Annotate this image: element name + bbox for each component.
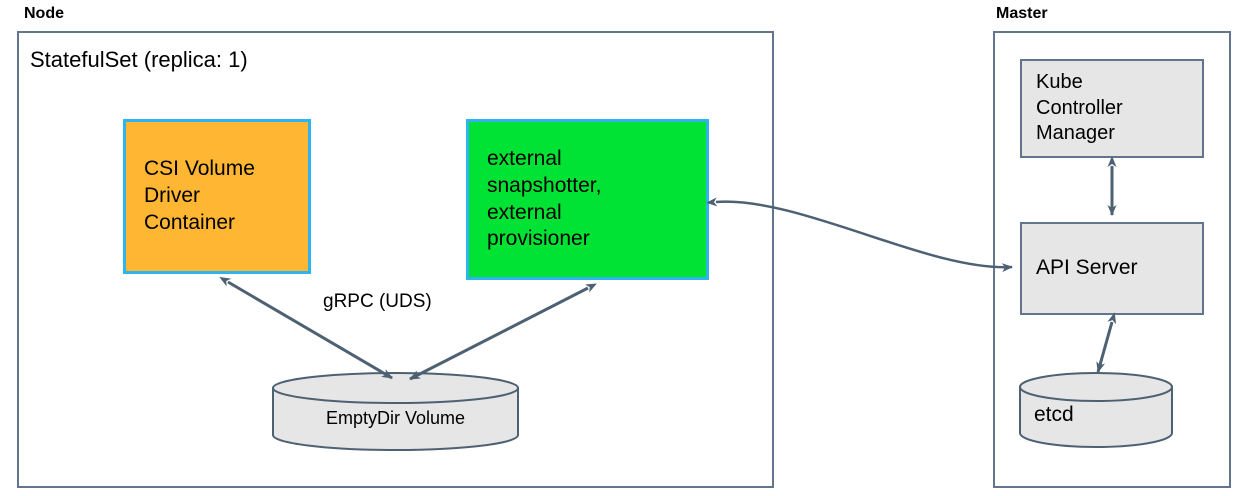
master-group-title: Master <box>996 5 1048 22</box>
edge-label-grpc-uds: gRPC (UDS) <box>323 291 432 312</box>
node-etcd[interactable]: etcd <box>1018 371 1174 449</box>
node-api-server-label: API Server <box>1036 256 1138 280</box>
node-external-sidecars-label: external snapshotter, external provision… <box>487 146 602 251</box>
node-csi-volume-driver-container-label: CSI Volume Driver Container <box>144 157 255 234</box>
node-csi-volume-driver-container[interactable]: CSI Volume Driver Container <box>123 119 311 274</box>
node-external-sidecars[interactable]: external snapshotter, external provision… <box>466 119 709 280</box>
node-group-title: Node <box>24 5 64 22</box>
emptydir-volume-shape <box>272 372 519 451</box>
node-api-server[interactable]: API Server <box>1020 222 1204 315</box>
etcd-shape <box>1019 372 1173 448</box>
node-etcd-label: etcd <box>1034 403 1074 426</box>
node-kube-controller-manager-label: Kube Controller Manager <box>1036 71 1123 145</box>
node-emptydir-volume-label: EmptyDir Volume <box>325 408 466 428</box>
node-emptydir-volume[interactable]: EmptyDir Volume <box>271 371 520 452</box>
node-kube-controller-manager[interactable]: Kube Controller Manager <box>1020 59 1204 158</box>
statefulset-caption: StatefulSet (replica: 1) <box>30 47 248 72</box>
